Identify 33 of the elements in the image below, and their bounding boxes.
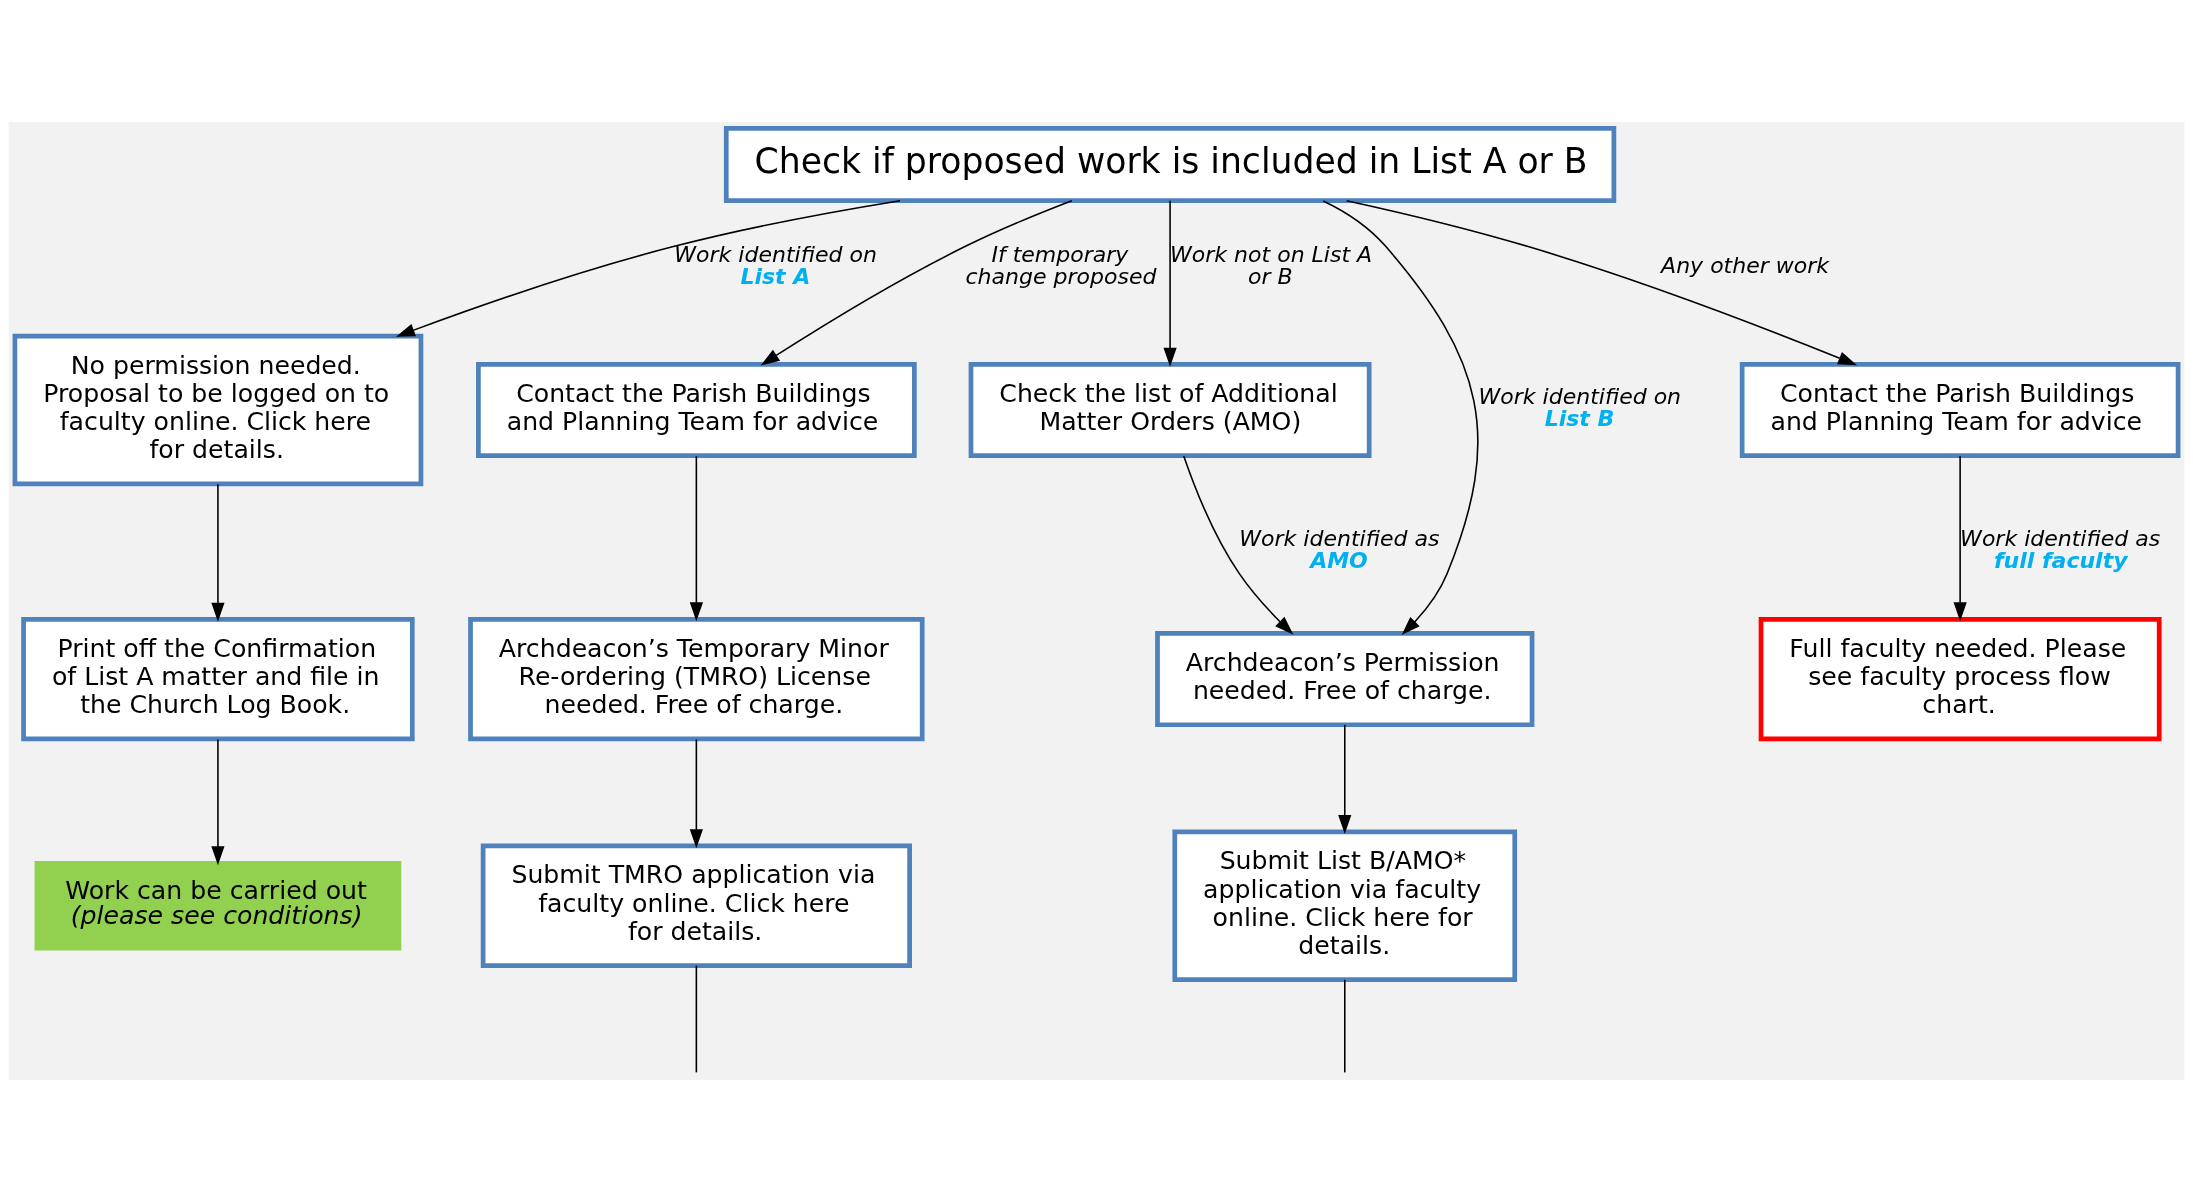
node-box: Archdeacon’s Permission needed. Free of charge.: [1155, 630, 1535, 727]
arrow: [211, 482, 225, 622]
arrow: [1953, 454, 1967, 621]
edge-label: Work not on List A or B: [1170, 241, 1373, 289]
arrow: [1163, 199, 1177, 367]
node-box: Check if proposed work is included in List A or B: [723, 125, 1617, 203]
node-box: Submit List B/AMO* application via faculty online. Click here for details.: [1172, 828, 1518, 982]
arrow: [396, 199, 901, 337]
connector: [695, 964, 698, 1073]
node-box: Full faculty needed. Please see faculty process flow chart.: [1758, 616, 2162, 741]
arrow: [1322, 199, 1479, 635]
arrow: [1182, 454, 1294, 635]
connector: [1344, 978, 1346, 1073]
edge-label: Work identified as AMO: [1239, 525, 1440, 573]
node-box: Work can be carried out (please see conditions): [34, 860, 402, 951]
node-box: Archdeacon’s Temporary Minor Re-ordering (TMRO) License needed. Free of charge.: [468, 616, 925, 741]
node-box: Print off the Confirmation of List A matter and file in the Church Log Book.: [21, 616, 415, 741]
arrow: [689, 738, 703, 848]
node-box: Contact the Parish Buildings and Planning Team for advice: [1739, 361, 2181, 458]
node-box: Contact the Parish Buildings and Planning Team for advice: [476, 361, 917, 458]
node-box: Submit TMRO application via faculty online. Click here for details.: [480, 843, 912, 968]
arrow: [760, 199, 1073, 365]
node-box: Check the list of Additional Matter Orders (AMO): [968, 361, 1372, 458]
edge-label: Work identified on List B: [1478, 383, 1682, 431]
edge-label: Any other work: [1661, 252, 1830, 278]
edge-label: If temporary change proposed: [965, 241, 1157, 289]
edge-label: Work identified on List A: [674, 241, 877, 289]
arrow: [1338, 723, 1352, 834]
edge-label: Work identified as full faculty: [1960, 525, 2161, 573]
node-box: No permission needed. Proposal to be logged on to faculty online. Click here for details.: [12, 333, 424, 486]
arrow: [1345, 199, 1857, 365]
arrow: [689, 454, 703, 621]
arrow: [211, 738, 225, 865]
